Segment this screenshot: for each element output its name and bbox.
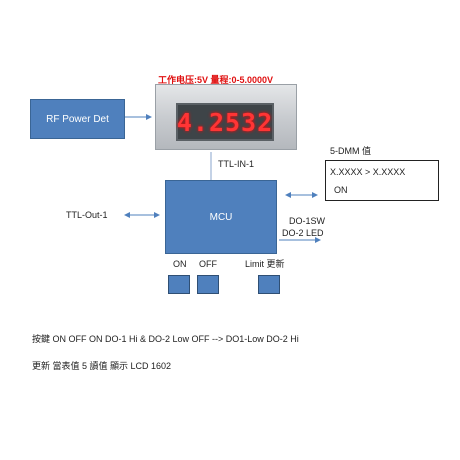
note-line-1: 按鍵 ON OFF ON DO-1 Hi & DO-2 Low OFF --> … — [32, 334, 299, 344]
dmm-line-2: ON — [334, 185, 348, 195]
meter-screen: 4.2532 — [176, 103, 274, 141]
do1-label: DO-1SW — [289, 216, 325, 226]
off-label: OFF — [199, 259, 217, 269]
rf-power-det-label: RF Power Det — [46, 113, 109, 125]
limit-label: Limit 更新 — [245, 259, 285, 269]
dmm-lcd-box: X.XXXX > X.XXXX ON — [325, 160, 439, 201]
on-label: ON — [173, 259, 187, 269]
dmm-title: 5-DMM 值 — [330, 146, 371, 156]
mcu-block: MCU — [165, 180, 277, 254]
meter-digits: 4.2532 — [176, 107, 274, 137]
limit-update-button[interactable] — [258, 275, 280, 294]
off-button[interactable] — [197, 275, 219, 294]
meter-spec-label: 工作电压:5V 量程:0-5.0000V — [158, 75, 274, 85]
do2-label: DO-2 LED — [282, 228, 324, 238]
mcu-label: MCU — [209, 211, 233, 223]
on-button[interactable] — [168, 275, 190, 294]
ttl-in-label: TTL-IN-1 — [218, 159, 254, 169]
rf-power-det-block: RF Power Det — [30, 99, 125, 139]
ttl-out-label: TTL-Out-1 — [66, 210, 108, 220]
note-line-2: 更新 當表值 5 讀值 顯示 LCD 1602 — [32, 361, 172, 371]
dmm-line-1: X.XXXX > X.XXXX — [330, 167, 406, 177]
